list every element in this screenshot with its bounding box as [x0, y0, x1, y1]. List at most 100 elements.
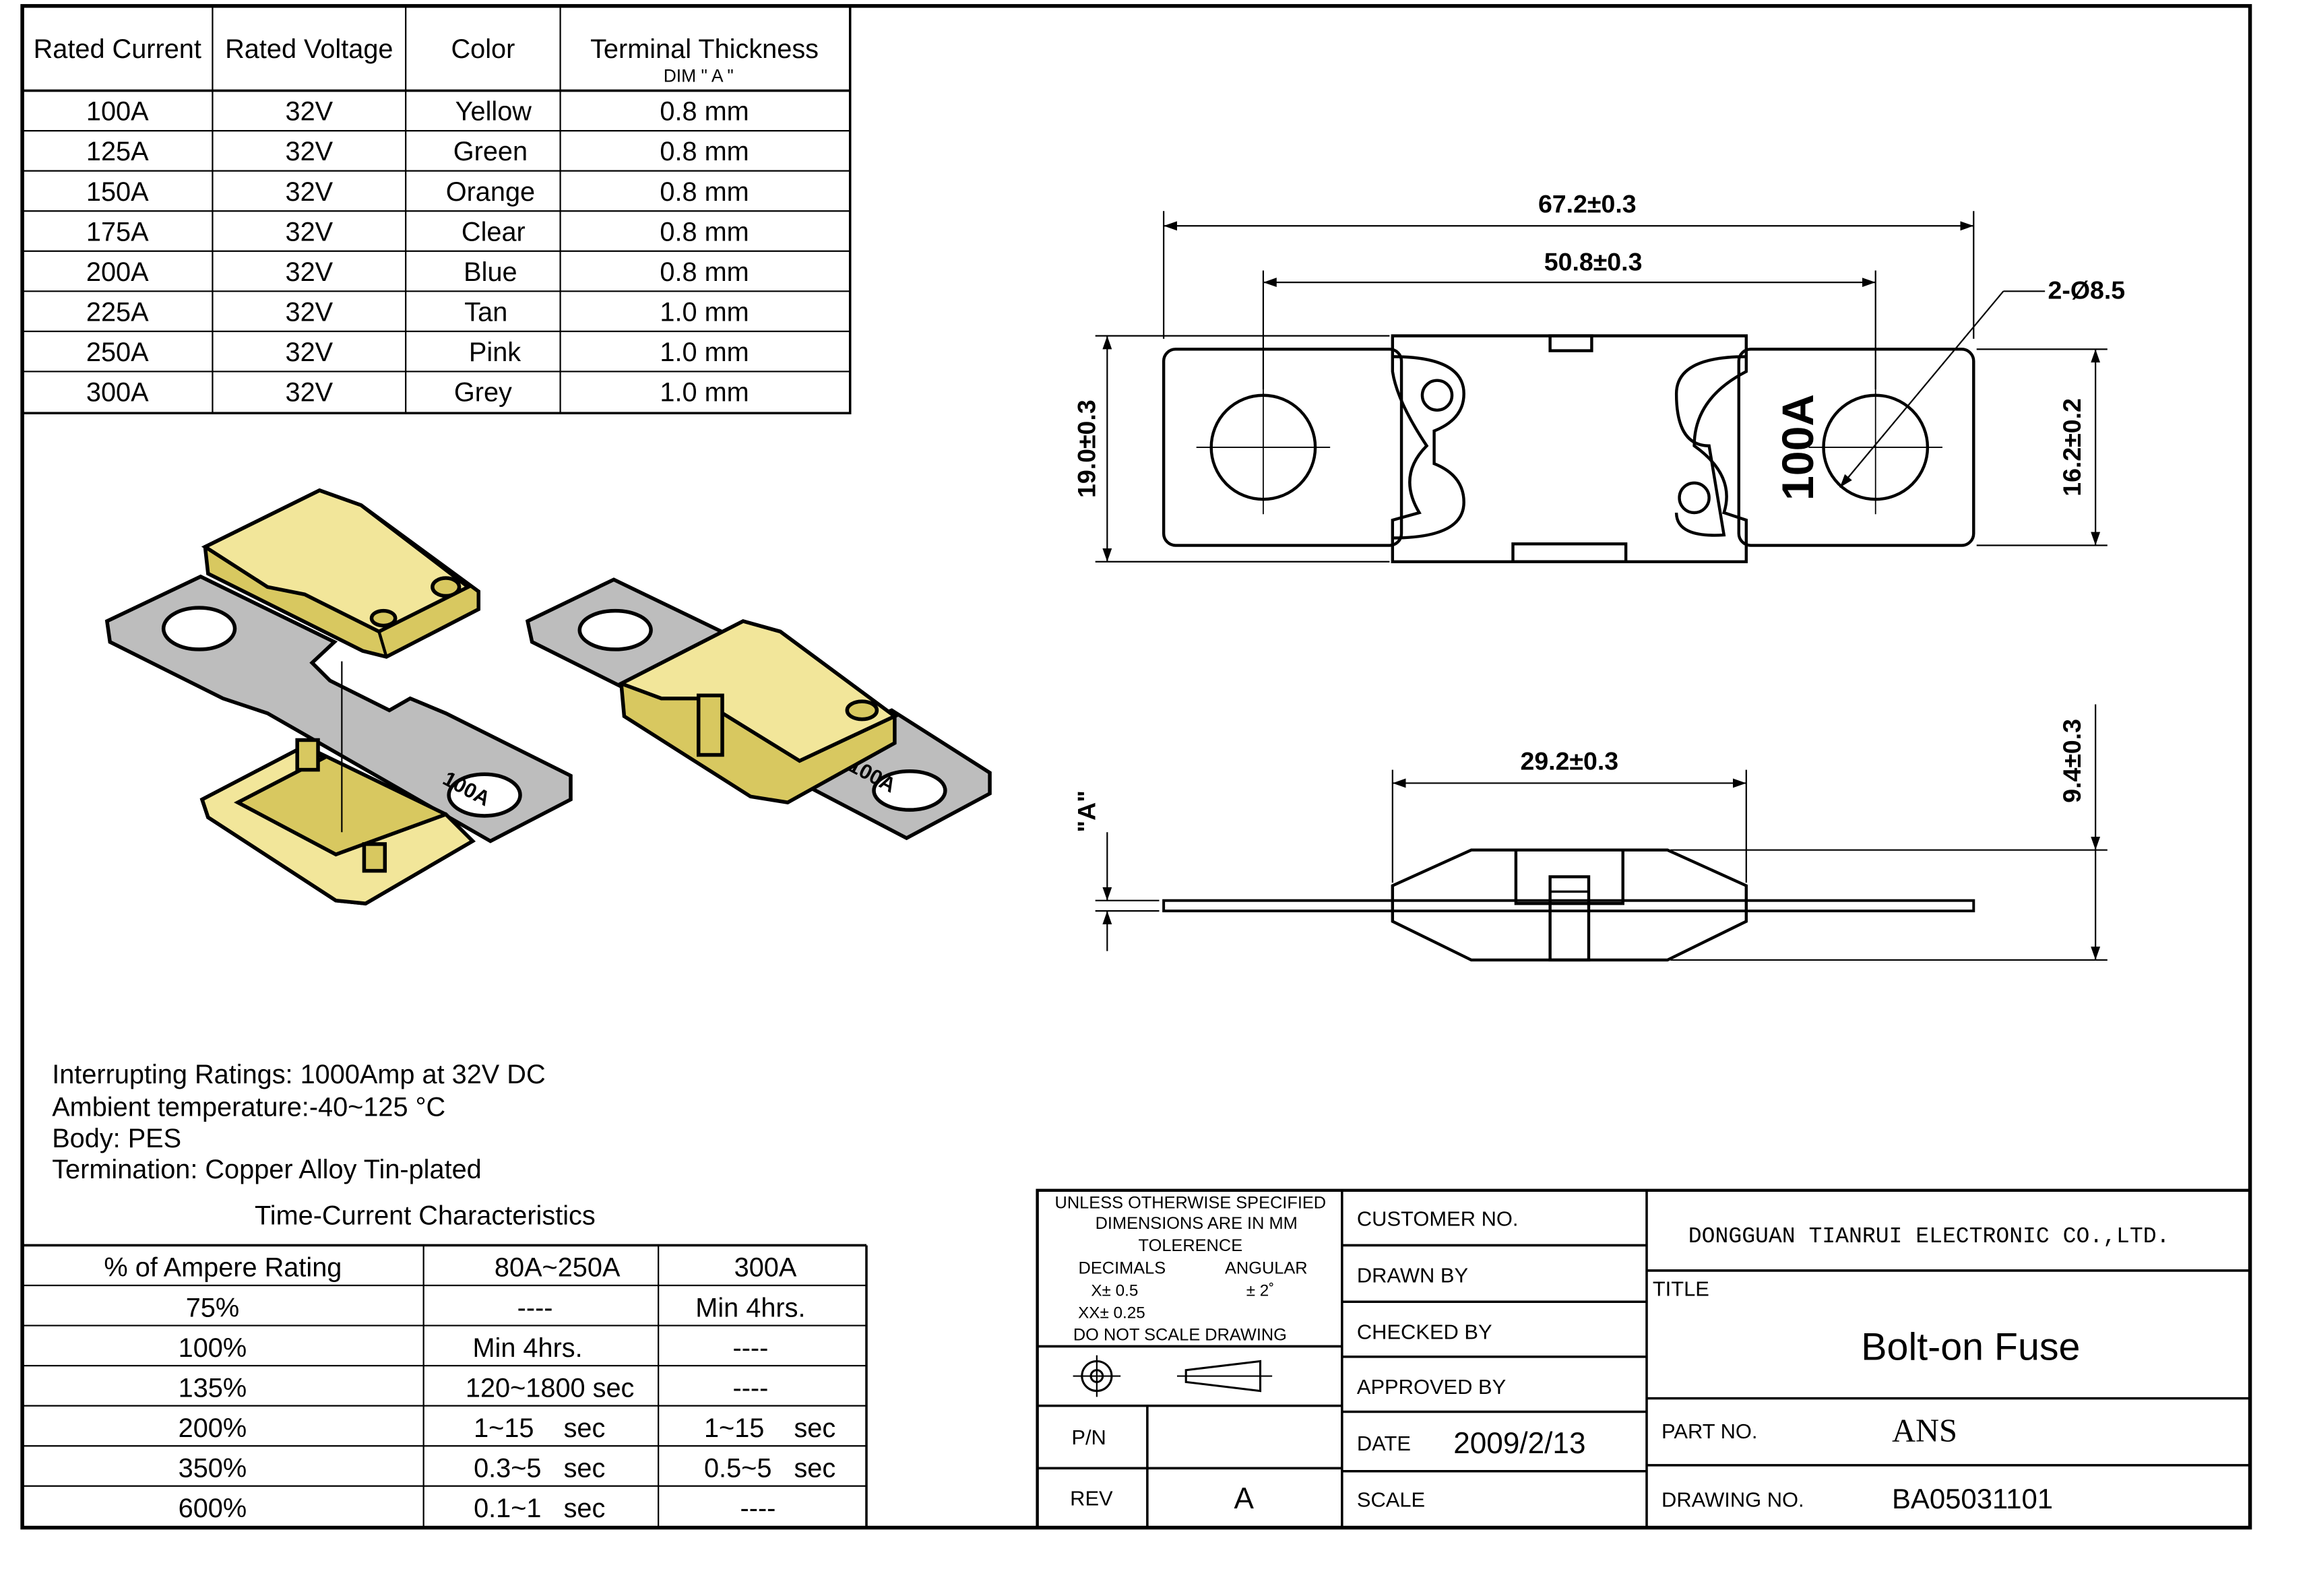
title-label: TITLE	[1653, 1277, 1709, 1300]
drawing-no-label: DRAWING NO.	[1661, 1488, 1804, 1512]
rating-cell: 150A	[86, 177, 149, 207]
tc-cell: 1~15 sec	[704, 1413, 835, 1443]
rating-cell: 0.8 mm	[660, 177, 749, 207]
dim-overall-length: 67.2±0.3	[1538, 189, 1637, 218]
top-view-drawing: 100A 67.2±0.3 50.8±0.3 2-Ø8.5 19.0±0.3 1…	[1073, 189, 2126, 563]
rating-cell: 1.0 mm	[660, 297, 749, 327]
rating-cell: Tan	[464, 297, 507, 327]
rating-cell: 200A	[86, 257, 149, 287]
rating-cell: 32V	[285, 177, 333, 207]
drawing-title: Bolt-on Fuse	[1861, 1325, 2080, 1368]
tolerance-line-3: TOLERENCE	[1139, 1236, 1243, 1255]
rating-cell: 32V	[285, 338, 333, 367]
dim-body-thickness: 9.4±0.3	[2058, 719, 2086, 803]
rating-header-color: Color	[451, 34, 515, 64]
rating-cell: 225A	[86, 297, 149, 327]
tolerance-line-1: UNLESS OTHERWISE SPECIFIED	[1055, 1193, 1327, 1212]
rating-cell: 0.8 mm	[660, 257, 749, 287]
rating-cell: 32V	[285, 137, 333, 166]
date-label: DATE	[1357, 1432, 1411, 1455]
rating-table: Rated Current Rated Voltage Color Termin…	[21, 5, 852, 414]
rating-cell: 175A	[86, 217, 149, 247]
tc-cell: 0.1~1 sec	[474, 1494, 605, 1523]
rating-header-thickness-sub: DIM " A "	[664, 65, 734, 86]
dim-terminal-width: 16.2±0.2	[2058, 398, 2086, 497]
rating-row: 125A 32V Green 0.8 mm	[86, 137, 749, 166]
scale-label: SCALE	[1357, 1488, 1425, 1512]
tc-cell: ----	[517, 1293, 553, 1322]
tc-cell: ----	[732, 1373, 768, 1403]
company-name: DONGGUAN TIANRUI ELECTRONIC CO.,LTD.	[1688, 1223, 2170, 1249]
no-scale-note: DO NOT SCALE DRAWING	[1073, 1326, 1287, 1345]
rating-header-thickness: Terminal Thickness	[590, 34, 819, 64]
date-value: 2009/2/13	[1453, 1427, 1585, 1460]
assembled-fuse-illustration: 100A	[525, 577, 992, 841]
tc-row: 350% 0.3~5 sec 0.5~5 sec	[179, 1454, 836, 1483]
rating-header-current: Rated Current	[34, 34, 201, 64]
tc-cell: Min 4hrs.	[695, 1293, 805, 1322]
rating-cell: 0.8 mm	[660, 97, 749, 127]
tc-cell: 350%	[179, 1454, 247, 1483]
angular-label: ANGULAR	[1225, 1258, 1308, 1277]
dim-body-length: 29.2±0.3	[1520, 747, 1618, 775]
x-tolerance: X± 0.5	[1091, 1281, 1138, 1300]
tc-cell: ----	[740, 1494, 776, 1523]
side-view-drawing: 29.2±0.3 9.4±0.3 "A"	[1073, 704, 2108, 962]
tc-cell: 100%	[179, 1333, 247, 1363]
time-current-title: Time-Current Characteristics	[255, 1201, 596, 1231]
rating-cell: 125A	[86, 137, 149, 166]
xx-tolerance: XX± 0.25	[1078, 1304, 1145, 1322]
rating-cell: 32V	[285, 297, 333, 327]
tc-cell: Min 4hrs.	[472, 1333, 582, 1363]
rating-cell: Green	[453, 137, 528, 166]
approved-by-label: APPROVED BY	[1357, 1375, 1506, 1399]
exploded-fuse-illustration: 100A	[104, 488, 573, 905]
drawn-by-label: DRAWN BY	[1357, 1264, 1468, 1287]
rating-cell: 300A	[86, 378, 149, 408]
spec-notes: Interrupting Ratings: 1000Amp at 32V DC …	[52, 1060, 545, 1184]
rating-cell: Pink	[469, 338, 521, 367]
third-angle-projection-icon	[1073, 1355, 1273, 1397]
rating-cell: 1.0 mm	[660, 338, 749, 367]
tc-cell: 135%	[179, 1373, 247, 1403]
spec-termination: Termination: Copper Alloy Tin-plated	[52, 1155, 482, 1184]
rating-row: 200A 32V Blue 0.8 mm	[86, 257, 749, 287]
rating-cell: 250A	[86, 338, 149, 367]
title-block: UNLESS OTHERWISE SPECIFIED DIMENSIONS AR…	[1036, 1188, 2252, 1529]
tc-header-300: 300A	[734, 1253, 797, 1283]
rating-cell: 32V	[285, 378, 333, 408]
spec-interrupting: Interrupting Ratings: 1000Amp at 32V DC	[52, 1060, 545, 1089]
rev-label: REV	[1070, 1486, 1113, 1510]
tc-row: 135% 120~1800 sec ----	[179, 1373, 769, 1403]
dim-hole-diameter: 2-Ø8.5	[2048, 276, 2126, 304]
rating-cell: Yellow	[455, 97, 532, 127]
tc-cell: 120~1800 sec	[466, 1373, 634, 1403]
rating-header-voltage: Rated Voltage	[225, 34, 393, 64]
fuse-rating-label: 100A	[1773, 394, 1823, 501]
rating-cell: 0.8 mm	[660, 137, 749, 166]
rating-row: 225A 32V Tan 1.0 mm	[86, 297, 749, 327]
decimals-label: DECIMALS	[1079, 1258, 1166, 1277]
rating-cell: 1.0 mm	[660, 378, 749, 408]
rating-row: 100A 32V Yellow 0.8 mm	[86, 97, 749, 127]
tc-cell: 0.5~5 sec	[704, 1454, 835, 1483]
checked-by-label: CHECKED BY	[1357, 1320, 1492, 1343]
tc-cell: 600%	[179, 1494, 247, 1523]
part-no-value: ANS	[1892, 1413, 1957, 1449]
customer-no-label: CUSTOMER NO.	[1357, 1207, 1519, 1231]
rating-cell: 0.8 mm	[660, 217, 749, 247]
rating-row: 175A 32V Clear 0.8 mm	[86, 217, 749, 247]
rating-row: 150A 32V Orange 0.8 mm	[86, 177, 749, 207]
rev-value: A	[1234, 1482, 1255, 1515]
spec-ambient: Ambient temperature:-40~125 °C	[52, 1093, 445, 1122]
part-no-label: PART NO.	[1661, 1419, 1757, 1443]
tc-row: 600% 0.1~1 sec ----	[179, 1494, 776, 1523]
drawing-no-value: BA05031101	[1892, 1483, 2053, 1514]
tc-cell: 1~15 sec	[474, 1413, 605, 1443]
tc-row: 75% ---- Min 4hrs.	[186, 1293, 806, 1322]
spec-body: Body: PES	[52, 1124, 181, 1153]
dim-terminal-thickness: "A"	[1073, 790, 1101, 833]
tc-cell: ----	[732, 1333, 768, 1363]
rating-cell: Grey	[454, 378, 512, 408]
